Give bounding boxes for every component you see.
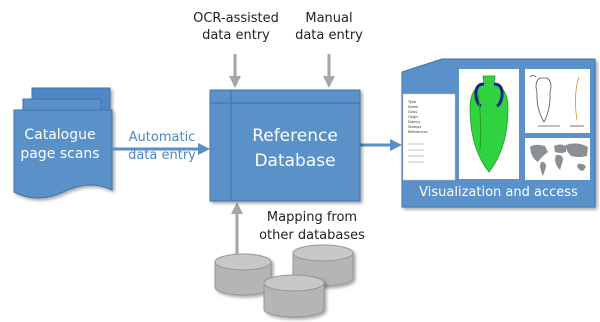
- ocr-entry-label: OCR-assisted data entry: [193, 11, 279, 43]
- catalogue-node-label: Catalogue page scans: [20, 127, 100, 162]
- record-field: Type: [408, 100, 417, 104]
- arrow-mapping-head: [231, 202, 243, 214]
- catalogue-page-stack: [13, 87, 113, 199]
- database-node-label: Reference Database: [252, 126, 338, 171]
- arrow-automatic-head: [198, 143, 210, 155]
- record-field: Stamps: [408, 125, 422, 129]
- arrow-visualization-head: [390, 139, 402, 151]
- world-map: [530, 143, 588, 176]
- arrow-manual-head: [323, 76, 335, 88]
- visualization-node-label: Visualization and access: [419, 185, 578, 200]
- mapping-source-label: Mapping from other databases: [259, 210, 365, 243]
- record-document-thumbnail: [402, 93, 456, 181]
- record-document-dashes: [408, 143, 424, 163]
- amphora-drawing: [529, 75, 584, 127]
- record-field: Class: [408, 110, 418, 114]
- source-database-cylinder: [263, 274, 325, 318]
- record-field: Origin: [408, 115, 419, 119]
- reference-database-box: [209, 89, 361, 202]
- amphora-drawing-thumbnail: [525, 69, 590, 133]
- record-field: Name: [408, 105, 419, 109]
- record-field: References: [408, 130, 428, 134]
- automatic-entry-label: Automatic data entry: [128, 130, 196, 163]
- catalogue-page-front: [13, 109, 113, 199]
- arrow-ocr-head: [229, 76, 241, 88]
- manual-entry-label: Manual data entry: [295, 11, 363, 43]
- amphora-3d-model: [469, 75, 509, 173]
- source-database-cylinder: [214, 253, 272, 296]
- record-field: Fabrics: [408, 120, 421, 124]
